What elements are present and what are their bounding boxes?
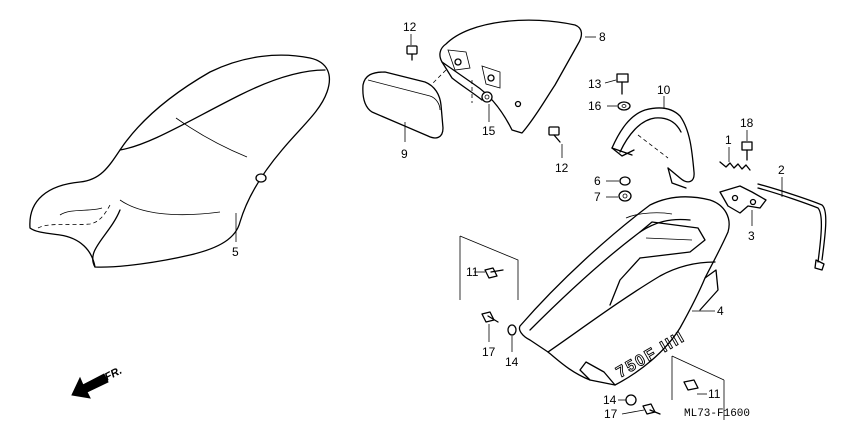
bracket-part-3 — [719, 185, 767, 226]
callout-17-right: 17 — [604, 407, 618, 421]
callout-15: 15 — [482, 124, 496, 138]
front-arrow-icon — [71, 373, 109, 399]
bolt-part-12-mid — [548, 126, 563, 158]
callout-4: 4 — [717, 304, 724, 318]
rear-cowl-part-4: 750F IIII — [518, 196, 730, 386]
callout-6: 6 — [594, 174, 601, 188]
callout-2: 2 — [778, 163, 785, 177]
callout-14-left: 14 — [505, 355, 519, 369]
callout-10: 10 — [657, 83, 671, 97]
callout-8: 8 — [599, 30, 606, 44]
seat-part-5 — [29, 54, 331, 268]
callout-7: 7 — [594, 190, 601, 204]
callout-18: 18 — [740, 116, 754, 130]
fastener-group-right — [618, 355, 725, 420]
pad-part-9 — [362, 71, 444, 142]
cowl-part-8 — [431, 19, 596, 134]
callout-12-mid: 12 — [555, 161, 569, 175]
nut-part-7 — [606, 190, 632, 202]
callout-12-top: 12 — [403, 20, 417, 34]
nut-part-15 — [481, 91, 493, 122]
front-indicator-label: FR. — [103, 365, 124, 384]
grab-rail-part-10 — [611, 96, 695, 189]
bolt-part-13 — [604, 73, 629, 95]
callout-11-right: 11 — [708, 387, 721, 401]
callout-14-right: 14 — [603, 393, 617, 407]
washer-part-16 — [607, 101, 631, 111]
callout-9: 9 — [401, 147, 408, 161]
callout-5: 5 — [232, 245, 239, 259]
washer-part-6 — [606, 176, 631, 186]
callout-11-left: 11 — [466, 265, 479, 279]
fastener-group-left — [459, 235, 519, 352]
callout-1: 1 — [725, 133, 732, 147]
cable-part-2 — [757, 177, 827, 271]
drawing-code: ML73-F1600 — [684, 408, 750, 420]
bolt-part-18 — [741, 130, 753, 161]
callout-13: 13 — [588, 77, 602, 91]
callout-17-left: 17 — [482, 345, 496, 359]
bolt-part-12-top — [406, 34, 418, 61]
spring-part-1 — [719, 147, 751, 171]
callout-16: 16 — [588, 99, 602, 113]
callout-3: 3 — [748, 229, 755, 243]
